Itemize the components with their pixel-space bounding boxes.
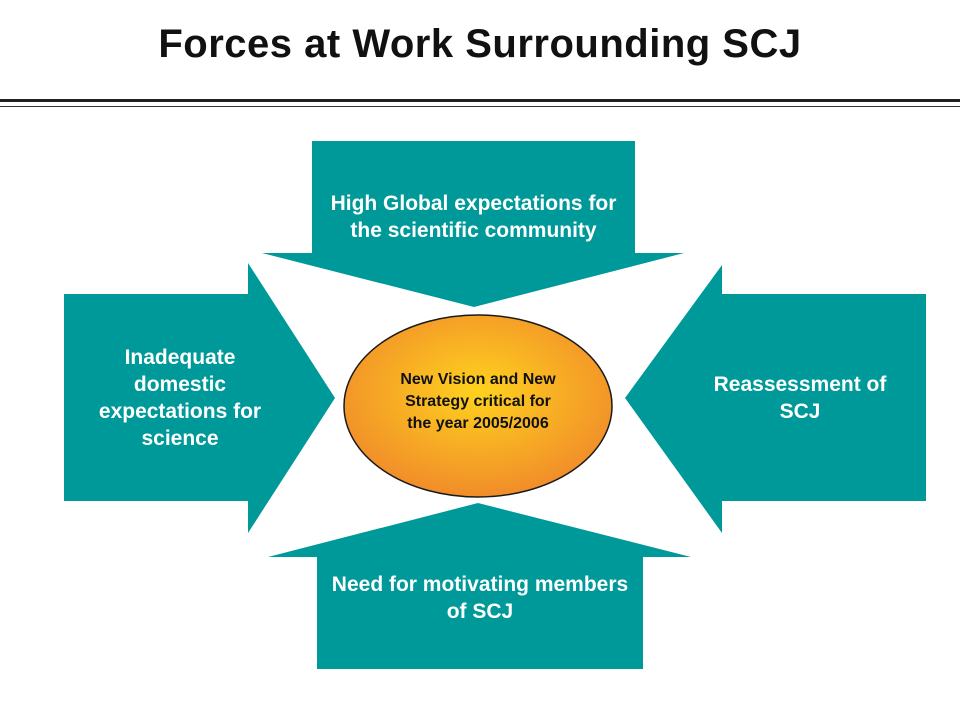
- bottom-force-label: Need for motivating members of SCJ: [331, 573, 629, 623]
- left-force-label: Inadequate domestic expectations for sci…: [98, 346, 262, 450]
- title-divider: [0, 99, 960, 102]
- bottom-force-arrow: [268, 503, 691, 669]
- top-force-arrow: [262, 141, 684, 307]
- top-force-label: High Global expectations for the scienti…: [330, 192, 617, 242]
- right-force-arrow: [625, 265, 926, 533]
- right-force-label: Reassessment of SCJ: [713, 373, 887, 423]
- page-title: Forces at Work Surrounding SCJ: [158, 22, 802, 66]
- left-force-arrow: [64, 263, 335, 533]
- title-divider-thin: [0, 106, 960, 107]
- center-label: New Vision and New Strategy critical for…: [400, 371, 556, 432]
- center-ellipse: [343, 314, 613, 498]
